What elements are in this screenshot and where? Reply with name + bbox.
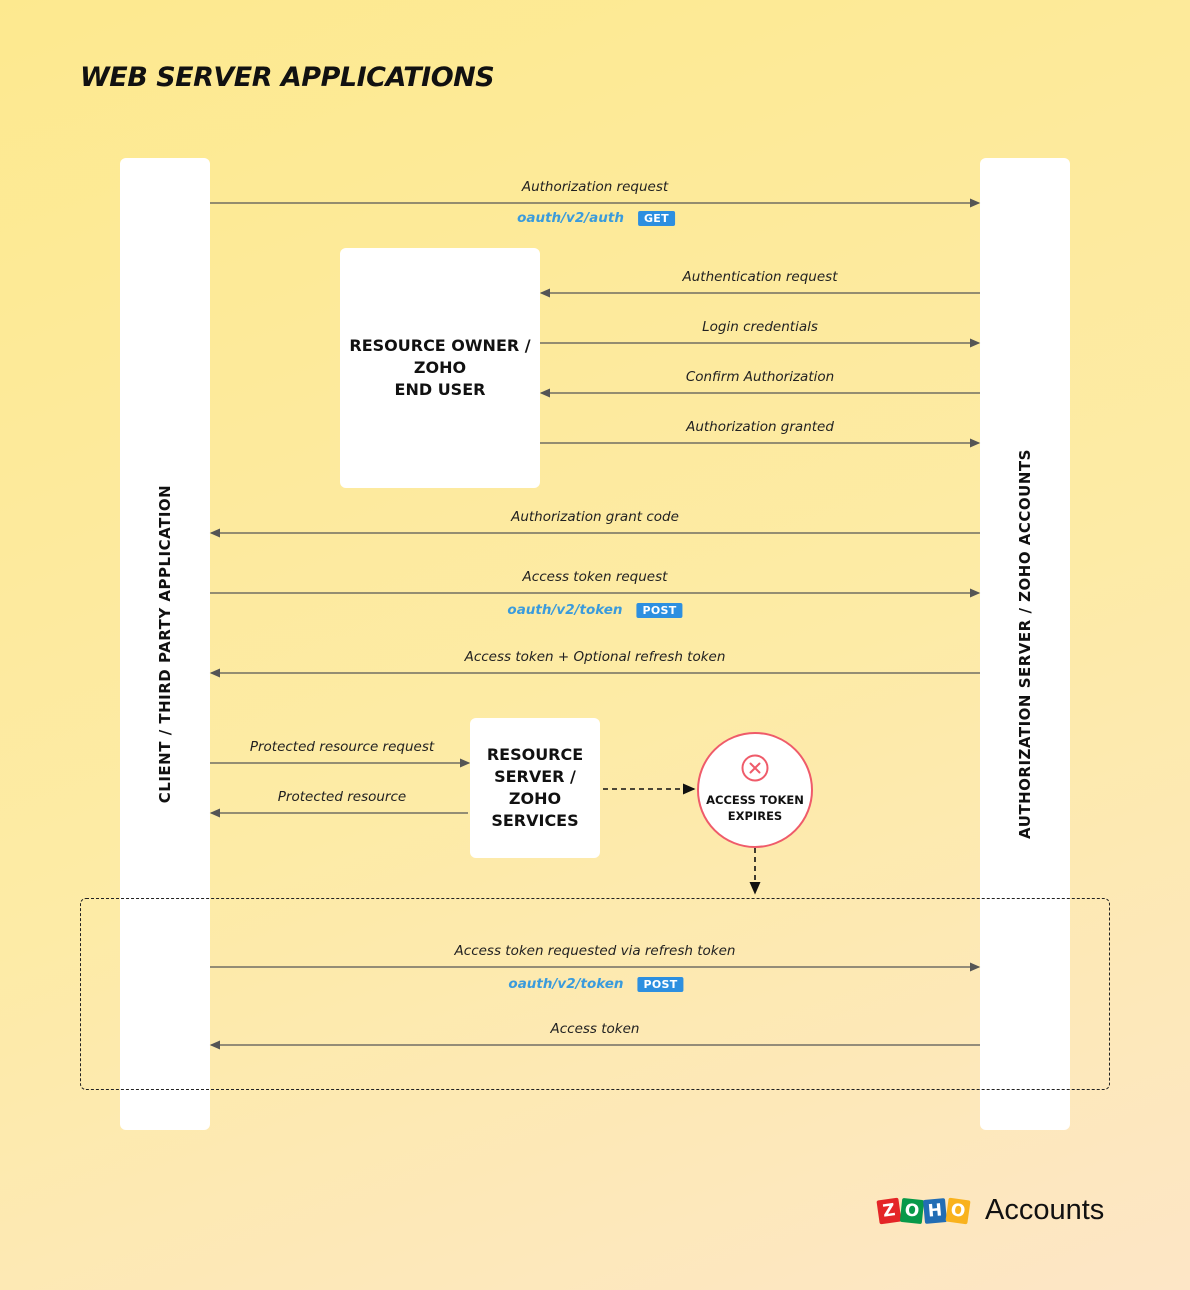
message-label: Protected resource — [277, 789, 407, 805]
auth-server-lane: AUTHORIZATION SERVER / ZOHO ACCOUNTS — [980, 158, 1070, 1130]
token-endpoint: oauth/v2/token POST — [507, 602, 683, 618]
message-label: Protected resource request — [249, 739, 435, 755]
message-label: Access token request — [522, 569, 668, 585]
close-circle-icon — [741, 754, 769, 782]
endpoint-path: oauth/v2/token — [507, 602, 623, 618]
resource-server-box: RESOURCE SERVER / ZOHO SERVICES — [470, 718, 600, 858]
logo-product-name: Accounts — [985, 1194, 1105, 1226]
message-label: Access token — [550, 1021, 640, 1037]
method-badge: POST — [637, 976, 684, 992]
message-label: Authorization grant code — [511, 509, 679, 525]
logo-letter: O — [899, 1197, 925, 1224]
message-label: Authentication request — [682, 269, 838, 285]
refresh-token-flow-box — [80, 898, 1110, 1090]
endpoint-path: oauth/v2/token — [508, 976, 624, 992]
access-token-expires-node: ACCESS TOKEN EXPIRES — [697, 732, 813, 848]
method-badge: GET — [637, 210, 675, 226]
access-token-expires-label: ACCESS TOKEN EXPIRES — [706, 793, 804, 823]
page-title: WEB SERVER APPLICATIONS — [80, 62, 495, 93]
message-label: Confirm Authorization — [685, 369, 835, 385]
message-label: Login credentials — [702, 319, 818, 335]
message-label: Access token requested via refresh token — [454, 943, 736, 959]
logo-letter: Z — [876, 1197, 902, 1224]
message-label: Authorization granted — [686, 419, 834, 435]
resource-owner-box: RESOURCE OWNER / ZOHO END USER — [340, 248, 540, 488]
refresh-token-endpoint: oauth/v2/token POST — [508, 976, 684, 992]
logo-letter: H — [922, 1197, 948, 1224]
logo-letter: O — [945, 1197, 971, 1224]
endpoint-path: oauth/v2/auth — [517, 210, 624, 226]
auth-endpoint: oauth/v2/auth GET — [517, 210, 675, 226]
zoho-accounts-logo: Z O H O Accounts — [876, 1194, 1105, 1227]
zoho-logo-icon: Z O H O — [876, 1197, 971, 1224]
client-lane: CLIENT / THIRD PARTY APPLICATION — [120, 158, 210, 1130]
message-label: Authorization request — [521, 179, 669, 195]
method-badge: POST — [636, 602, 683, 618]
message-label: Access token + Optional refresh token — [464, 649, 726, 665]
